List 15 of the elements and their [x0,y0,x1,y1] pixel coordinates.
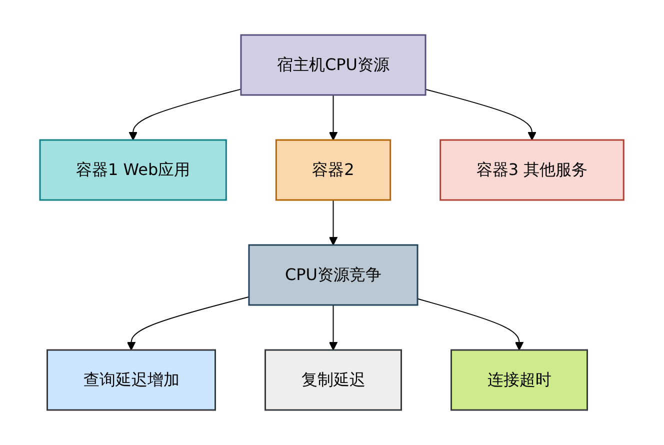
node-box: 复制延迟 [264,349,402,411]
node-box: 查询延迟增加 [46,349,216,411]
arrow [329,94,338,140]
arrow [329,200,338,246]
arrow [329,304,338,350]
node-box: 容器2 [276,139,392,201]
arrow [425,88,537,140]
arrow [417,298,524,350]
arrow [127,296,250,350]
node-box: 容器1 Web应用 [39,139,228,201]
arrow [128,88,242,140]
node-box: 宿主机CPU资源 [240,34,426,96]
node-box: 容器3 其他服务 [440,139,625,201]
node-box: 连接超时 [450,349,588,411]
node-box: CPU资源竞争 [248,244,418,306]
